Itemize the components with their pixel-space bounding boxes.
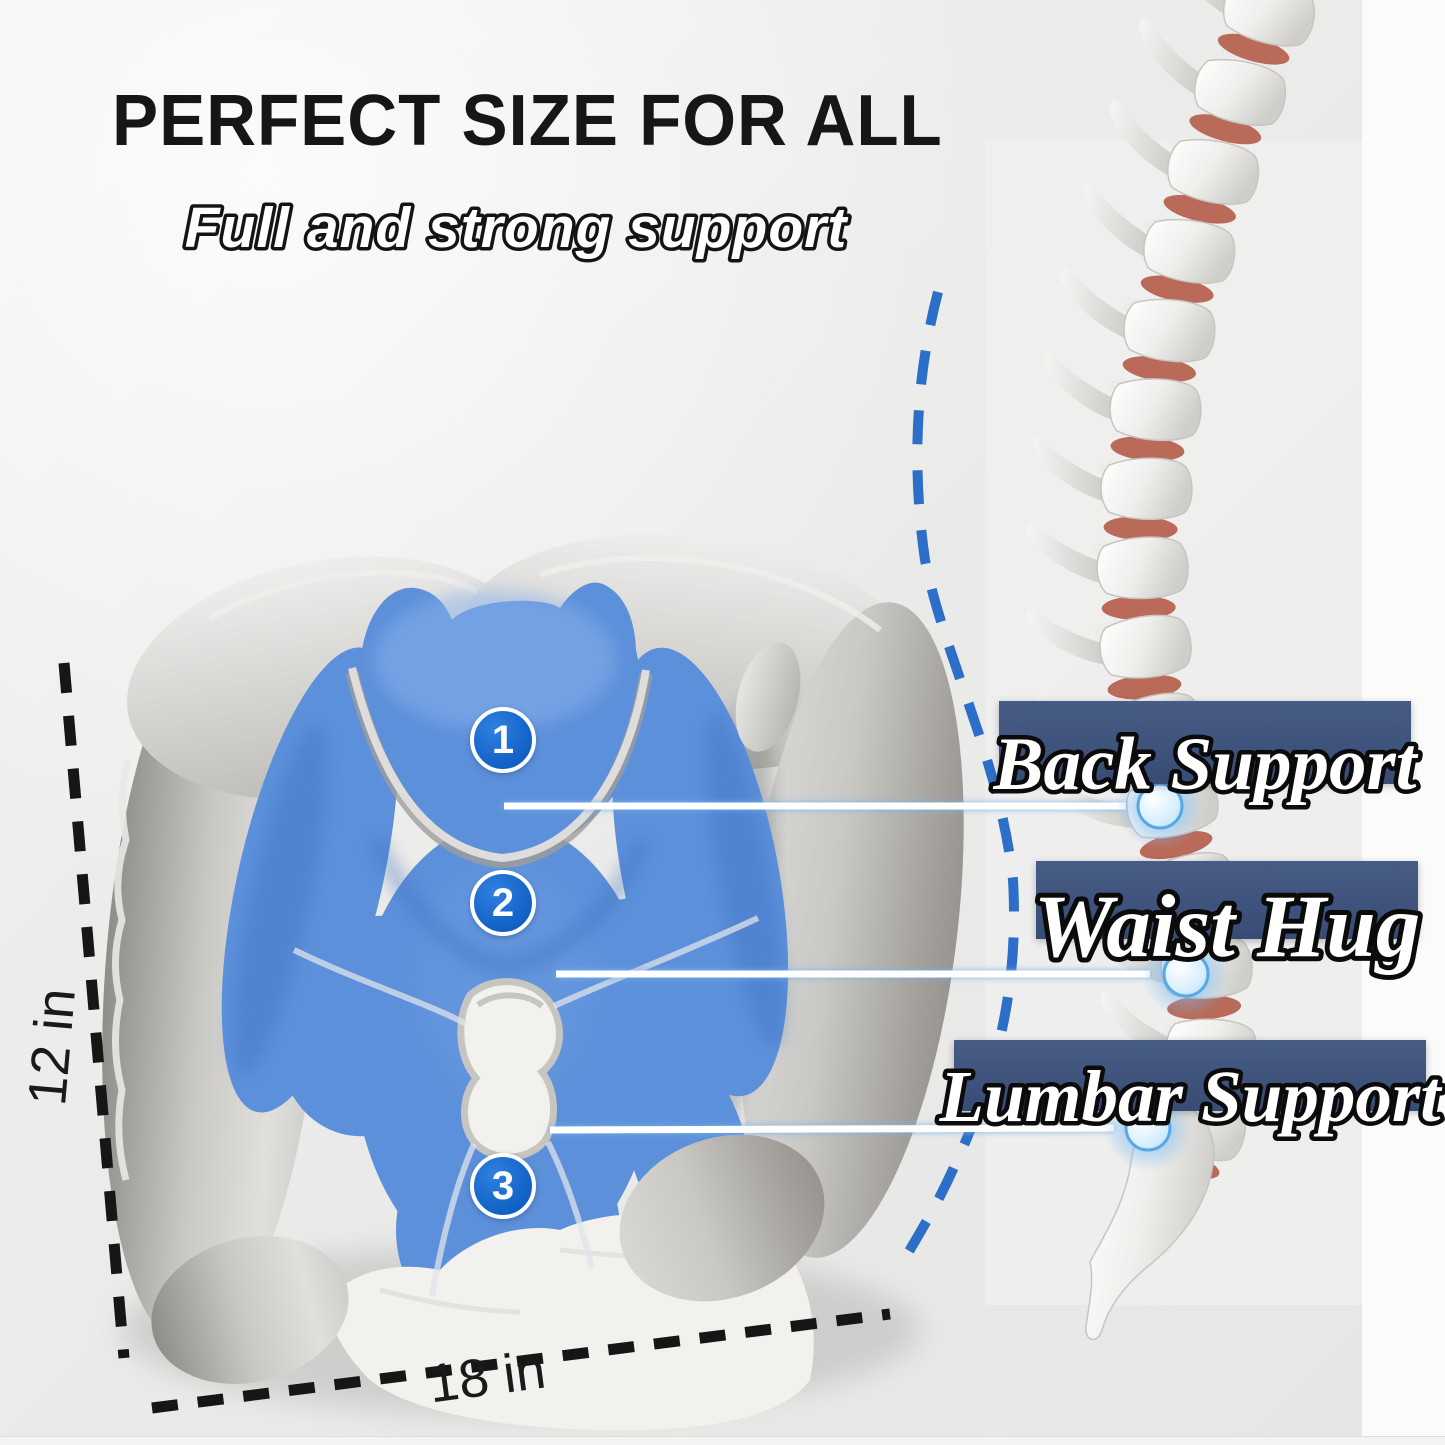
width-dimension-line — [151, 1308, 891, 1414]
marker-badge-3: 3 — [470, 1153, 536, 1219]
cushion-illustration — [102, 534, 964, 1431]
waist-hug-glow-dot — [1142, 930, 1230, 1018]
lumbar-support-pointer-line — [549, 1124, 1115, 1134]
cushion-left-foot — [151, 1236, 349, 1384]
page-title: PERFECT SIZE FOR ALL — [112, 81, 943, 161]
sacrum — [1085, 1099, 1215, 1340]
marker-number-2: 2 — [491, 880, 515, 925]
cushion-right-roll — [740, 602, 964, 1258]
spine-curve-dashed-line — [898, 290, 1020, 1265]
marker-number-1: 1 — [491, 717, 515, 762]
cushion-inner-lobe — [735, 642, 801, 752]
marker-number-3: 3 — [491, 1163, 515, 1208]
marker-badge-1: 1 — [470, 707, 536, 773]
marker-badge-2: 2 — [470, 870, 536, 936]
cushion-right-foot — [619, 1134, 825, 1302]
back-support-banner — [999, 701, 1411, 784]
height-dimension-line — [58, 662, 130, 1359]
cushion-center-hole — [457, 978, 563, 1161]
lumbar-support-banner — [954, 1040, 1426, 1111]
waist-hug-banner — [1036, 861, 1418, 939]
back-support-glow-dot — [1116, 762, 1204, 850]
background-bottom-strip — [0, 1436, 1445, 1445]
spine-illustration — [1025, 0, 1327, 1340]
pointer-lines — [504, 802, 1150, 1134]
